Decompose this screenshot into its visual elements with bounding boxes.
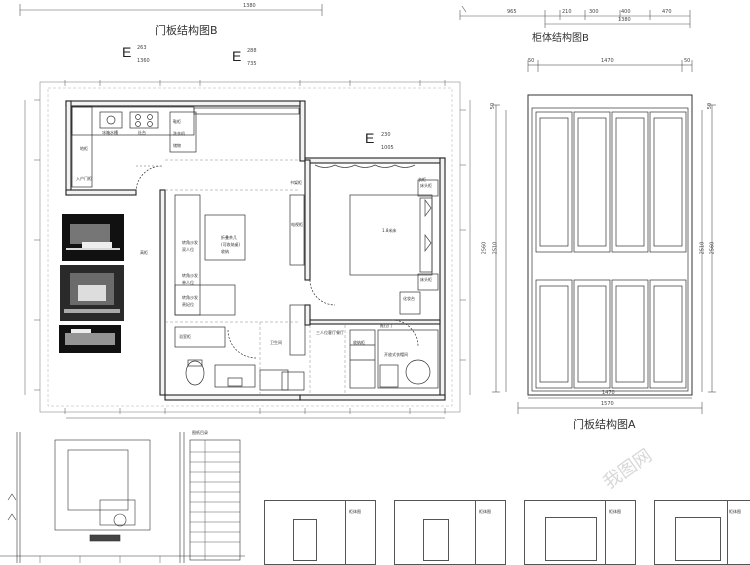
plan-door-label: 推拉门 bbox=[380, 323, 392, 328]
elevation-3-letter: E bbox=[365, 130, 375, 146]
plan-washer: 洗衣机 bbox=[173, 131, 185, 136]
plan-tea-sub-2: 收纳 bbox=[221, 249, 229, 254]
plan-bed: 1.8米床 bbox=[382, 228, 397, 233]
elevation-2-letter: E bbox=[232, 48, 242, 64]
plan-entry-cabinet: 入户门柜 bbox=[76, 176, 92, 181]
dim-cab-b-seg5: 470 bbox=[662, 9, 672, 15]
plan-tv-cab: 电视柜 bbox=[291, 222, 303, 227]
plan-tea-sub: (可收纳桌) bbox=[221, 242, 241, 247]
sheet-header-label: 图纸目录 bbox=[192, 430, 208, 435]
plan-closet: 开放式衣帽间 bbox=[384, 352, 408, 357]
elevation-2-upper: 288 bbox=[247, 48, 257, 54]
title-door-a: 门板结构图A bbox=[573, 418, 636, 431]
dim-door-a-right-top: 50 bbox=[707, 102, 714, 110]
plan-wardrobe: 衣柜 bbox=[418, 177, 426, 182]
elevation-3-lower: 1005 bbox=[381, 145, 394, 151]
elevation-3-upper: 230 bbox=[381, 132, 391, 138]
top-left-dimension bbox=[19, 4, 323, 16]
dim-cab-b-total: 1380 bbox=[618, 17, 631, 23]
sheet-tag-3: 柜体图 bbox=[609, 509, 621, 514]
dim-top-left-total: 1380 bbox=[243, 3, 256, 9]
floor-plan bbox=[24, 80, 471, 419]
title-cabinet-b: 柜体结构图B bbox=[532, 33, 589, 44]
cabinet-b-dimension bbox=[459, 5, 691, 28]
dim-door-a-right-outer: 2560 bbox=[709, 241, 716, 255]
render-photo-1 bbox=[62, 214, 124, 261]
plan-stove: 灶台 bbox=[138, 130, 146, 135]
plan-sofa-1: 转角沙发 bbox=[182, 240, 198, 245]
render-photo-2 bbox=[60, 265, 124, 321]
dim-cab-b-seg2: 210 bbox=[562, 9, 572, 15]
plan-bedside-1: 床头柜 bbox=[420, 183, 432, 188]
plan-sofa-sub-1: 双人位 bbox=[182, 247, 194, 252]
plan-dining: 三人位客厅餐厅 bbox=[316, 330, 344, 335]
plan-tall-cab: 高柜 bbox=[140, 250, 148, 255]
dim-door-a-top-right: 50 bbox=[684, 58, 691, 64]
dim-cab-b-seg3: 300 bbox=[589, 9, 599, 15]
plan-cabinet-1: 地柜 bbox=[80, 146, 88, 151]
sheet-tag-2: 柜体图 bbox=[479, 509, 491, 514]
sheet-tag-4: 柜体图 bbox=[729, 509, 741, 514]
plan-vanity: 化妆台 bbox=[403, 296, 415, 301]
dim-cab-b-seg1: 965 bbox=[507, 9, 517, 15]
elevation-1-upper: 263 bbox=[137, 45, 147, 51]
elevation-2-lower: 735 bbox=[247, 61, 257, 67]
plan-storage: 储物 bbox=[173, 143, 181, 148]
dim-door-a-bottom-mid: 1470 bbox=[602, 390, 615, 396]
mini-plan bbox=[0, 432, 245, 563]
sheet-thumb-2: 柜体图 bbox=[394, 500, 506, 565]
sheet-thumb-4: 柜体图 bbox=[654, 500, 750, 565]
sheet-thumb-1: 柜体图 bbox=[264, 500, 376, 565]
plan-sofa-2: 转角沙发 bbox=[182, 273, 198, 278]
dim-door-a-left-top: 50 bbox=[490, 102, 497, 110]
title-door-b: 门板结构图B bbox=[155, 24, 218, 37]
dim-door-a-left-outer: 2560 bbox=[481, 241, 488, 255]
plan-bedside-2: 床头柜 bbox=[420, 277, 432, 282]
dim-door-a-top-left: 50 bbox=[528, 58, 535, 64]
dim-door-a-right-inner: 2510 bbox=[699, 241, 706, 255]
plan-shoe-cabinet: 鞋柜 bbox=[173, 119, 181, 124]
sheet-tag-1: 柜体图 bbox=[349, 509, 361, 514]
plan-storage-shelf: 收纳柜 bbox=[353, 340, 365, 345]
plan-sofa-sub-2: 单人位 bbox=[182, 280, 194, 285]
render-photo-3 bbox=[59, 325, 121, 353]
plan-sofa-3: 转角沙发 bbox=[182, 295, 198, 300]
sheet-thumb-3: 柜体图 bbox=[524, 500, 636, 565]
dim-door-a-left-inner: 2510 bbox=[492, 241, 499, 255]
plan-sink: 水槽 bbox=[110, 130, 118, 135]
door-elevation-a bbox=[492, 60, 716, 414]
plan-bath-label: 卫生间 bbox=[270, 340, 282, 345]
dim-cab-b-seg4: 400 bbox=[621, 9, 631, 15]
plan-sofa-sub-3: 贵妃位 bbox=[182, 302, 194, 307]
plan-bookshelf: 书架柜 bbox=[290, 180, 302, 185]
plan-fridge: 冰箱 bbox=[102, 130, 110, 135]
dim-door-a-bottom-total: 1570 bbox=[601, 401, 614, 407]
plan-tea-table: 折叠茶几 bbox=[221, 235, 237, 240]
dim-door-a-top-mid: 1470 bbox=[601, 58, 614, 64]
elevation-1-letter: E bbox=[122, 44, 132, 60]
plan-bath-cab: 浴室柜 bbox=[179, 334, 191, 339]
elevation-1-lower: 1360 bbox=[137, 58, 150, 64]
